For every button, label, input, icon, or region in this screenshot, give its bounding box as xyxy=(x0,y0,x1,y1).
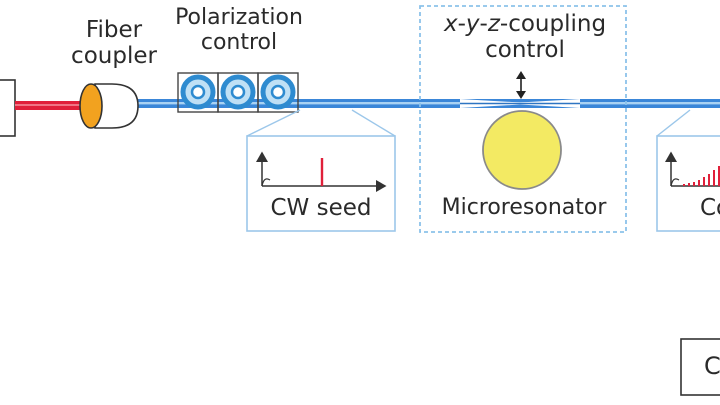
xyz-suffix: -coupling xyxy=(499,11,607,37)
cw-seed-label: CW seed xyxy=(270,195,372,221)
paddle-box-3 xyxy=(257,72,299,113)
microresonator-sphere xyxy=(482,110,562,190)
xyz-dash-1: - xyxy=(457,11,466,37)
coupling-double-arrow xyxy=(516,71,526,99)
xyz-label-line1: x-y-z-coupling xyxy=(420,11,630,38)
fiber-line-highlight xyxy=(126,102,720,105)
fiber-coupler-label: Fiber coupler xyxy=(64,17,164,70)
fiber-coupler-label-line2: coupler xyxy=(71,42,157,69)
xyz-y: y xyxy=(465,11,480,37)
polarization-label-line2: control xyxy=(200,29,278,55)
polarization-control-label: Polarization control xyxy=(150,5,328,55)
microresonator-label: Microresonator xyxy=(441,195,607,220)
coupler-lens xyxy=(79,83,103,129)
xyz-dash-2: - xyxy=(479,11,488,37)
bottom-box-label-truncated: C xyxy=(704,352,720,380)
laser-beam-highlight xyxy=(15,104,87,106)
comb-callout xyxy=(656,109,720,232)
polarization-label-line1: Polarization xyxy=(175,5,303,30)
laser-source-box xyxy=(0,79,16,137)
xyz-z: z xyxy=(487,11,500,37)
xyz-coupling-control-label: x-y-z-coupling control xyxy=(420,11,630,64)
cw-seed-callout xyxy=(246,109,396,232)
comb-label-truncated: Co xyxy=(700,195,720,221)
fiber-coupler-body xyxy=(94,83,139,129)
fiber-coupler-label-line1: Fiber xyxy=(85,17,143,43)
coupling-region-dashed xyxy=(419,5,627,233)
xyz-x: x xyxy=(443,11,458,37)
polarization-paddles xyxy=(177,72,299,113)
comb-lines xyxy=(683,166,720,186)
bottom-right-box xyxy=(680,338,720,396)
xyz-label-line2: control xyxy=(485,36,565,63)
